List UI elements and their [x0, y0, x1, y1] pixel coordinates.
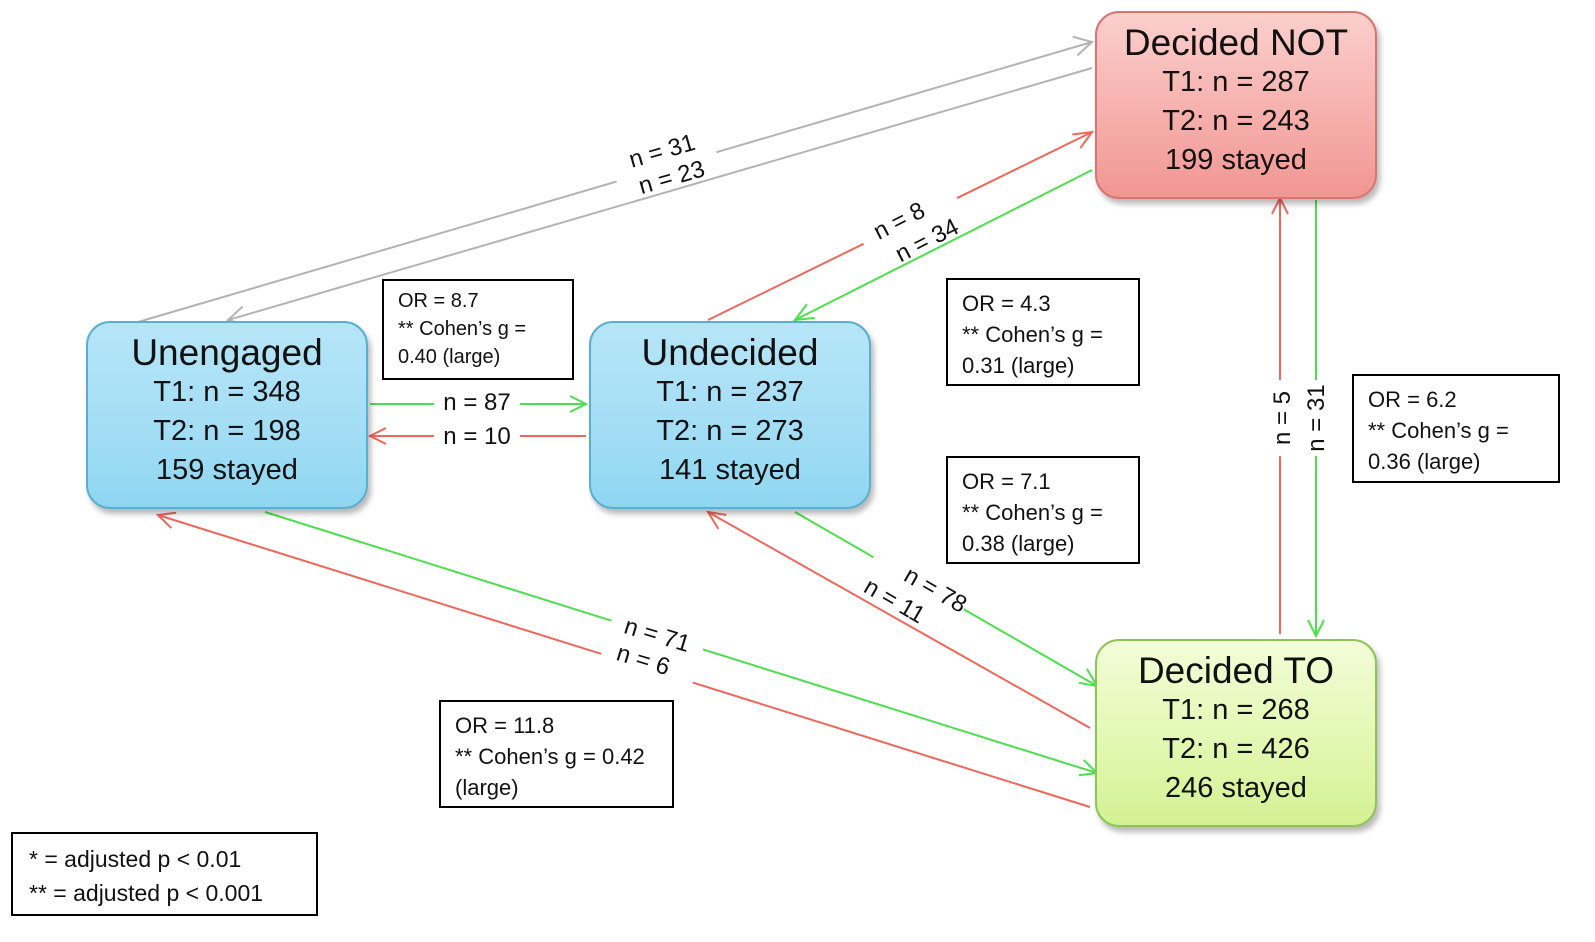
- node-t2-count: T2: n = 426: [1162, 733, 1310, 765]
- node-undecided: Undecided T1: n = 237 T2: n = 273 141 st…: [589, 321, 871, 509]
- node-t2-count: T2: n = 243: [1162, 105, 1310, 137]
- arrow-unengaged-to-decided-not: [137, 41, 1093, 323]
- arrow-decided-not-to-undecided: [794, 169, 1093, 321]
- node-unengaged: Unengaged T1: n = 348 T2: n = 198 159 st…: [86, 321, 368, 509]
- node-decided-not: Decided NOT T1: n = 287 T2: n = 243 199 …: [1095, 11, 1377, 199]
- stat-effect-size-value: 0.38 (large): [962, 531, 1075, 556]
- node-t1-count: T1: n = 287: [1162, 66, 1310, 98]
- node-t2-count: T2: n = 273: [656, 415, 804, 447]
- node-stayed-count: 141 stayed: [659, 454, 801, 486]
- arrowhead: [569, 395, 589, 413]
- node-title: Decided TO: [1137, 650, 1335, 691]
- stat-box-unengaged-undecided: OR = 8.7 ** Cohen’s g = 0.40 (large): [382, 279, 574, 380]
- significance-legend: * = adjusted p < 0.01 ** = adjusted p < …: [11, 832, 318, 916]
- arrow-decided-to-to-undecided: [707, 511, 1091, 729]
- arrowhead: [706, 510, 727, 530]
- edge-label-decided-to-to-decided-not: n = 5: [1269, 391, 1296, 445]
- node-stayed-count: 199 stayed: [1165, 144, 1307, 176]
- arrowhead: [1072, 35, 1095, 57]
- edge-labels-unengaged-decided-to: n = 71 n = 6: [600, 601, 710, 686]
- arrowhead: [155, 511, 177, 529]
- node-t1-count: T1: n = 348: [153, 376, 301, 408]
- stat-effect-size-value: 0.31 (large): [962, 353, 1075, 378]
- stat-odds-ratio: OR = 7.1: [962, 469, 1051, 494]
- node-title: Decided NOT: [1123, 22, 1349, 63]
- node-title: Undecided: [641, 332, 819, 373]
- edge-labels-undecided-decided-not: n = 8 n = 34: [852, 174, 973, 276]
- arrowhead: [1072, 130, 1095, 149]
- arrowhead: [1307, 619, 1325, 639]
- edge-labels-gray: n = 31 n = 23: [606, 119, 723, 202]
- legend-single-asterisk: * = adjusted p < 0.01: [29, 846, 242, 872]
- stat-odds-ratio: OR = 11.8: [455, 713, 555, 738]
- edge-labels-vertical: n = 5 n = 31: [1264, 380, 1330, 456]
- arrowhead: [792, 303, 815, 322]
- stat-box-undecided-decided-to: OR = 7.1 ** Cohen’s g = 0.38 (large): [946, 456, 1140, 564]
- edge-label-undecided-to-unengaged: n = 10: [443, 423, 510, 450]
- stat-box-undecided-decided-not: OR = 4.3 ** Cohen’s g = 0.31 (large): [946, 278, 1140, 386]
- node-stayed-count: 246 stayed: [1165, 772, 1307, 804]
- stat-odds-ratio: OR = 6.2: [1368, 387, 1457, 412]
- stat-effect-size: ** Cohen’s g =: [398, 318, 527, 340]
- stat-effect-size: ** Cohen’s g =: [1368, 418, 1509, 443]
- edge-label-group: n = 87 n = 10: [434, 385, 520, 452]
- stat-odds-ratio: OR = 4.3: [962, 291, 1051, 316]
- node-title: Unengaged: [131, 332, 323, 373]
- stat-odds-ratio: OR = 8.7: [398, 290, 479, 312]
- node-stayed-count: 159 stayed: [156, 454, 298, 486]
- stat-effect-size-value: (large): [455, 775, 519, 800]
- edge-label-decided-not-to-decided-to: n = 31: [1303, 384, 1330, 451]
- arrowhead: [367, 427, 387, 445]
- legend-double-asterisk: ** = adjusted p < 0.001: [29, 880, 264, 906]
- stat-effect-size-value: 0.36 (large): [1368, 449, 1481, 474]
- stat-effect-size-value: 0.40 (large): [398, 346, 501, 368]
- stat-effect-size: ** Cohen’s g = 0.42: [455, 744, 645, 769]
- node-t1-count: T1: n = 237: [656, 376, 804, 408]
- edge-label-unengaged-to-undecided: n = 87: [443, 389, 510, 416]
- stat-effect-size: ** Cohen’s g =: [962, 322, 1103, 347]
- stat-box-decided-not-decided-to: OR = 6.2 ** Cohen’s g = 0.36 (large): [1352, 374, 1560, 483]
- node-t1-count: T1: n = 268: [1162, 694, 1310, 726]
- stat-effect-size: ** Cohen’s g =: [962, 500, 1103, 525]
- stat-box-unengaged-decided-to: OR = 11.8 ** Cohen’s g = 0.42 (large): [439, 700, 674, 808]
- node-decided-to: Decided TO T1: n = 268 T2: n = 426 246 s…: [1095, 639, 1377, 827]
- arrow-decided-not-to-unengaged: [227, 67, 1093, 321]
- node-t2-count: T2: n = 198: [153, 415, 301, 447]
